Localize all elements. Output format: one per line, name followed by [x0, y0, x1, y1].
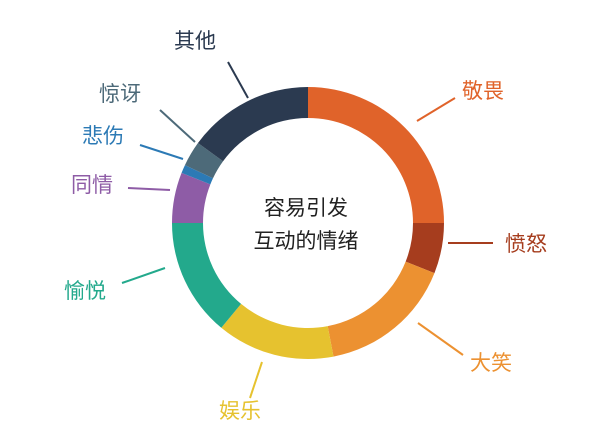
center-label-line-2: 互动的情绪 [254, 229, 359, 253]
donut-slice-7 [181, 165, 213, 185]
donut-slice-1 [308, 87, 444, 223]
donut-slice-8 [184, 143, 224, 179]
leader-line-4 [249, 361, 263, 399]
leader-line-8 [159, 109, 196, 143]
center-label-line-1: 容易引发 [264, 196, 348, 220]
leader-lines [121, 61, 493, 399]
slice-label-7: 悲伤 [82, 124, 124, 148]
leader-line-9 [227, 61, 249, 99]
leader-line-3 [417, 322, 464, 356]
slice-label-5: 愉悦 [64, 279, 106, 303]
slice-label-6: 同情 [71, 173, 113, 197]
donut-slice-2 [405, 223, 444, 274]
leader-line-6 [127, 187, 171, 191]
donut-slices [172, 87, 444, 359]
leader-line-1 [416, 97, 456, 122]
donut-slice-4 [221, 303, 334, 359]
donut-slice-3 [327, 261, 435, 357]
slice-label-2: 愤怒 [505, 232, 547, 256]
leader-line-7 [139, 144, 184, 160]
slice-label-8: 惊讶 [99, 82, 141, 106]
slice-label-9: 其他 [174, 29, 216, 53]
slice-label-3: 大笑 [470, 351, 512, 375]
leader-line-5 [121, 267, 166, 284]
donut-slice-6 [172, 172, 211, 223]
donut-slice-5 [172, 223, 242, 328]
donut-slice-9 [197, 87, 308, 162]
slice-label-4: 娱乐 [219, 399, 261, 423]
slice-label-1: 敬畏 [462, 79, 504, 103]
